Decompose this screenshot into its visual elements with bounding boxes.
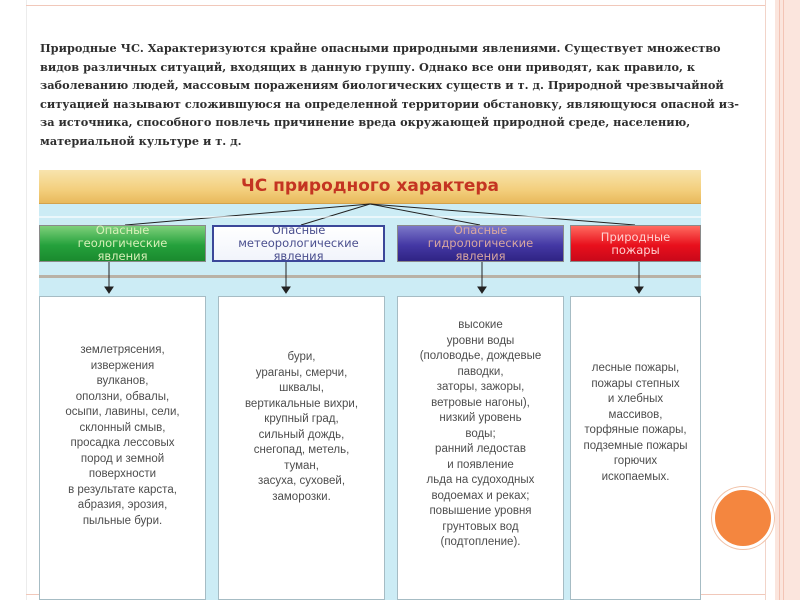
slide-right-edge xyxy=(765,0,776,600)
example-item: ископаемых. xyxy=(601,470,670,483)
example-item: и появление xyxy=(447,458,514,471)
slide-left-border xyxy=(0,0,27,600)
category-label-line: геологические xyxy=(77,236,168,250)
example-item: повышение уровня xyxy=(429,505,532,517)
example-item: заморозки. xyxy=(272,490,331,503)
example-item: паводки, xyxy=(457,365,504,378)
example-item: шквалы, xyxy=(279,382,324,394)
category-meteorological: Опасные метеорологические явления xyxy=(212,224,385,263)
example-item: пожары степных xyxy=(591,377,680,390)
category-meteorological-label: Опасные метеорологические явления xyxy=(238,224,359,263)
example-item: вулканов, xyxy=(96,375,149,387)
example-item: извержения xyxy=(90,359,155,372)
category-label-line: пожары xyxy=(611,242,660,257)
wildfires-examples: лесные пожары, пожары степных и хлебных … xyxy=(571,361,700,485)
hydrological-examples: высокие уровни воды (половодье, дождевые… xyxy=(398,318,563,551)
example-item: горючих xyxy=(613,455,658,467)
orange-circle-decoration xyxy=(712,487,774,549)
example-item: оползни, обвалы, xyxy=(75,390,170,403)
category-label-line: Опасные xyxy=(271,223,326,237)
example-item: водоемах и реках; xyxy=(431,489,530,502)
intro-line: видов различных ситуаций, входящих в дан… xyxy=(40,59,696,74)
example-item: бури, xyxy=(287,351,316,363)
meteorological-examples-box: бури, ураганы, смерчи, шквалы, вертикаль… xyxy=(218,296,385,600)
example-item: засуха, суховей, xyxy=(257,475,346,487)
category-hydrological-label: Опасные гидрологические явления xyxy=(428,224,533,263)
intro-line: материальной культуре и т. д. xyxy=(40,133,242,148)
intro-line: Природные ЧС. Характеризуются крайне опа… xyxy=(40,41,721,55)
title-connectors xyxy=(39,203,701,226)
example-item: сильный дождь, xyxy=(258,428,345,441)
diagram-title: ЧС природного характера xyxy=(240,176,500,196)
example-item: крупный град, xyxy=(264,413,339,425)
example-item: (половодье, дождевые xyxy=(419,350,542,362)
example-item: пыльные бури. xyxy=(82,514,163,527)
example-item: склонный смыв, xyxy=(79,421,166,434)
example-item: заторы, зажоры, xyxy=(436,381,525,393)
example-item: вертикальные вихри, xyxy=(244,397,359,410)
example-item: торфяные пожары, xyxy=(584,424,687,436)
intro-line: ситуацией называют сложившуюся на опреде… xyxy=(40,96,739,111)
hazard-diagram: ЧС природного характера Опасные геологич… xyxy=(39,170,701,600)
category-label-line: явления xyxy=(455,249,506,263)
category-geological: Опасные геологические явления xyxy=(39,224,206,263)
category-label-line: метеорологические xyxy=(238,236,359,250)
meteorological-examples: бури, ураганы, смерчи, шквалы, вертикаль… xyxy=(219,350,384,505)
category-label-line: Опасные xyxy=(453,223,508,237)
example-item: ураганы, смерчи, xyxy=(255,366,348,379)
example-item: и хлебных xyxy=(607,393,664,405)
example-item: просадка лессовых xyxy=(70,437,175,449)
example-item: грунтовых вод xyxy=(442,520,519,533)
example-item: в результате карста, xyxy=(68,483,177,496)
example-item: массивов, xyxy=(608,408,663,421)
example-item: льда на судоходных xyxy=(426,474,535,486)
example-item: осыпи, лавины, сели, xyxy=(65,406,180,418)
intro-line: за источника, способного повлечь причине… xyxy=(40,115,691,129)
intro-line: заболеванию людей, массовым поражениям б… xyxy=(40,78,724,92)
example-item: низкий уровень xyxy=(439,412,522,424)
example-item: лесные пожары, xyxy=(591,362,680,374)
geological-examples: землетрясения, извержения вулканов, опол… xyxy=(40,343,205,529)
example-item: (подтопление). xyxy=(440,536,521,548)
category-label-line: Опасные xyxy=(95,223,150,237)
category-wildfires-label: Природные пожары xyxy=(600,229,671,257)
example-item: туман, xyxy=(284,459,319,472)
example-item: подземные пожары xyxy=(583,439,688,452)
category-label-line: Природные xyxy=(600,229,671,244)
wildfires-examples-box: лесные пожары, пожары степных и хлебных … xyxy=(570,296,701,600)
example-item: ветровые нагоны), xyxy=(431,396,530,409)
diagram-title-bar: ЧС природного характера xyxy=(39,170,701,204)
example-item: ранний ледостав xyxy=(435,443,526,455)
category-geological-label: Опасные геологические явления xyxy=(78,224,168,263)
category-label-line: гидрологические xyxy=(427,236,534,250)
example-item: землетрясения, xyxy=(80,344,165,356)
category-label-line: явления xyxy=(273,249,324,263)
example-item: высокие xyxy=(458,319,503,331)
category-wildfires: Природные пожары xyxy=(570,225,701,262)
category-hydrological: Опасные гидрологические явления xyxy=(397,224,564,263)
example-item: абразия, эрозия, xyxy=(77,499,168,511)
example-item: снегопад, метель, xyxy=(253,444,350,456)
example-item: поверхности xyxy=(88,468,157,480)
category-label-line: явления xyxy=(97,249,148,263)
example-item: уровни воды xyxy=(446,334,515,347)
hydrological-examples-box: высокие уровни воды (половодье, дождевые… xyxy=(397,296,564,600)
category-arrows xyxy=(39,262,701,294)
example-item: воды; xyxy=(465,427,496,440)
geological-examples-box: землетрясения, извержения вулканов, опол… xyxy=(39,296,206,600)
slide-right-border xyxy=(775,0,800,600)
intro-paragraph: Природные ЧС. Характеризуются крайне опа… xyxy=(40,39,766,150)
slide-top-rule xyxy=(26,5,775,6)
example-item: пород и земной xyxy=(80,452,165,465)
